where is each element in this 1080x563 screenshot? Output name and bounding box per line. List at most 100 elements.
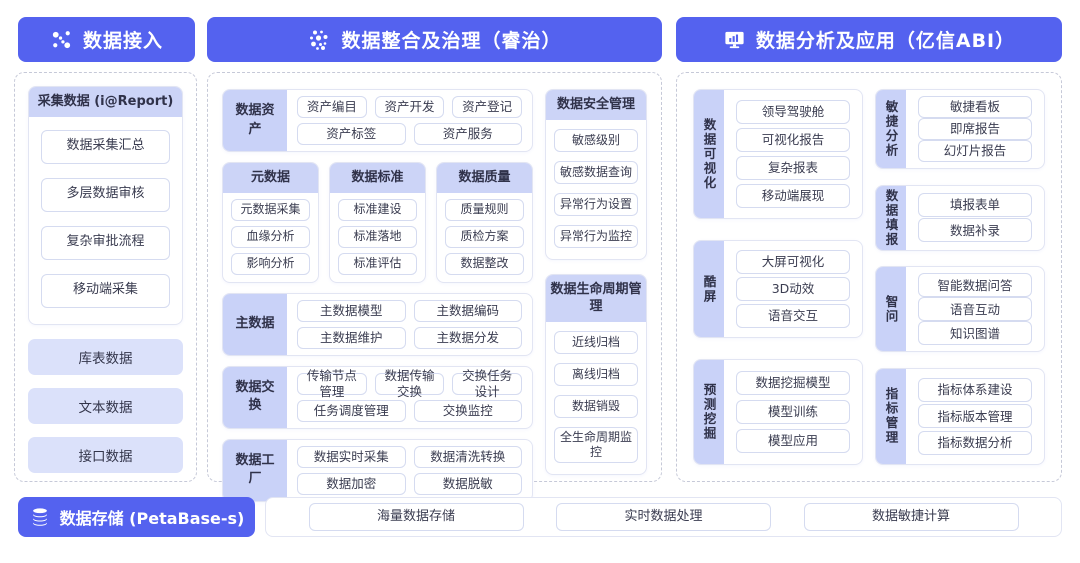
metadata-item: 元数据采集 (231, 198, 310, 221)
security-item: 敏感级别 (554, 128, 638, 152)
data-source-list: 库表数据文本数据接口数据 (28, 338, 183, 473)
agile-item: 即席报告 (918, 118, 1032, 140)
security-item: 异常行为设置 (554, 192, 638, 216)
data-lifecycle-title: 数据生命周期管理 (546, 274, 646, 322)
asset-item: 资产服务 (413, 123, 522, 145)
network-dots-icon (52, 31, 71, 49)
cool-screen-item: 语音交互 (736, 304, 850, 328)
smart-qa-item: 智能数据问答 (918, 273, 1032, 298)
data-exchange-items: 传输节点管理数据传输交换交换任务设计 任务调度管理交换监控 (287, 367, 532, 428)
panel-data-access: 采集数据 (i@Report) 数据采集汇总多层数据审核复杂审批流程移动端采集 … (14, 72, 197, 482)
report-card-items: 数据采集汇总多层数据审核复杂审批流程移动端采集 (29, 117, 182, 324)
data-standard-group-title: 数据标准 (330, 163, 425, 193)
data-source-chip: 接口数据 (28, 436, 183, 473)
data-quality-group: 数据质量 质量规则质检方案数据整改 (436, 162, 533, 283)
master-item: 主数据维护 (297, 326, 406, 349)
agile-analysis-group: 敏捷分析 敏捷看板即席报告幻灯片报告 (875, 89, 1045, 169)
exchange-item: 交换监控 (413, 399, 522, 422)
factory-item: 数据脱敏 (413, 472, 522, 495)
asset-item: 资产登记 (452, 96, 523, 118)
data-quality-group-title: 数据质量 (437, 163, 532, 193)
data-source-chip: 文本数据 (28, 387, 183, 424)
monitor-chart-icon (725, 31, 744, 49)
report-card-title: 采集数据 (i@Report) (29, 87, 182, 117)
exchange-item: 传输节点管理 (297, 368, 367, 399)
exchange-item: 数据传输交换 (374, 368, 445, 399)
data-visualization-group: 数据可视化 领导驾驶舱可视化报告复杂报表移动端展现 (693, 89, 863, 219)
metadata-group-title: 元数据 (223, 163, 318, 193)
analysis-right-column: 敏捷分析 敏捷看板即席报告幻灯片报告 数据填报 填报表单数据补录 智问 智能数据… (875, 89, 1045, 465)
factory-item: 数据加密 (297, 472, 406, 495)
master-item: 主数据分发 (413, 326, 522, 349)
governance-main-column: 数据资产 资产编目资产开发资产登记 资产标签资产服务 元数据 元数据采集血缘分析… (222, 89, 533, 502)
lifecycle-item: 全生命周期监控 (554, 426, 638, 463)
lifecycle-item: 离线归档 (554, 362, 638, 386)
metadata-item: 影响分析 (231, 252, 310, 275)
data-security-title: 数据安全管理 (546, 90, 646, 120)
data-factory-label: 数据工厂 (223, 439, 287, 501)
master-item: 主数据编码 (413, 299, 522, 322)
header-data-access-label: 数据接入 (82, 30, 163, 52)
visualization-item: 可视化报告 (736, 128, 850, 152)
data-source-chip: 库表数据 (28, 338, 183, 375)
mining-item: 模型应用 (736, 429, 850, 453)
header-data-access: 数据接入 (18, 17, 195, 62)
predictive-mining-label: 预测挖掘 (694, 360, 724, 464)
lifecycle-item: 数据销毁 (554, 394, 638, 418)
data-reporting-label: 数据填报 (876, 185, 906, 250)
header-data-analysis: 数据分析及应用（亿信ABI） (676, 17, 1062, 62)
exchange-item: 任务调度管理 (297, 399, 406, 422)
master-data-items: 主数据模型主数据编码 主数据维护主数据分发 (287, 294, 532, 355)
visualization-item: 领导驾驶舱 (736, 100, 850, 124)
factory-item: 数据实时采集 (297, 445, 406, 468)
panel-data-governance: 数据资产 资产编目资产开发资产登记 资产标签资产服务 元数据 元数据采集血缘分析… (207, 72, 662, 502)
smart-qa-item: 知识图谱 (918, 321, 1032, 346)
master-data-group: 主数据 主数据模型主数据编码 主数据维护主数据分发 (222, 292, 533, 356)
asset-item: 资产标签 (297, 123, 406, 145)
data-asset-label: 数据资产 (223, 90, 287, 151)
standard-item: 标准建设 (338, 198, 417, 221)
report-item: 移动端采集 (41, 273, 170, 308)
master-data-label: 主数据 (223, 293, 287, 355)
data-lifecycle-group: 数据生命周期管理 近线归档离线归档数据销毁全生命周期监控 (545, 273, 647, 475)
agile-item: 敏捷看板 (918, 96, 1032, 118)
reporting-item: 填报表单 (918, 192, 1032, 217)
metadata-group: 元数据 元数据采集血缘分析影响分析 (222, 162, 319, 283)
cool-screen-label: 酷屏 (694, 241, 724, 337)
metadata-standard-quality-row: 元数据 元数据采集血缘分析影响分析 数据标准 标准建设标准落地标准评估 数据质量… (222, 162, 533, 283)
header-data-governance: 数据整合及治理（睿治） (207, 17, 662, 62)
data-asset-group: 数据资产 资产编目资产开发资产登记 资产标签资产服务 (222, 89, 533, 152)
report-item: 复杂审批流程 (41, 225, 170, 260)
data-exchange-group: 数据交换 传输节点管理数据传输交换交换任务设计 任务调度管理交换监控 (222, 365, 533, 429)
mining-item: 模型训练 (736, 400, 850, 424)
factory-item: 数据清洗转换 (413, 445, 522, 468)
header-data-analysis-label: 数据分析及应用（亿信ABI） (755, 30, 1016, 52)
master-item: 主数据模型 (297, 299, 406, 322)
metadata-item: 血缘分析 (231, 225, 310, 248)
predictive-mining-group: 预测挖掘 数据挖掘模型模型训练模型应用 (693, 359, 863, 465)
data-factory-items: 数据实时采集数据清洗转换 数据加密数据脱敏 (287, 440, 532, 501)
data-security-group: 数据安全管理 敏感级别敏感数据查询异常行为设置异常行为监控 (545, 89, 647, 260)
data-asset-items: 资产编目资产开发资产登记 资产标签资产服务 (287, 90, 532, 151)
visualization-item: 复杂报表 (736, 156, 850, 180)
database-icon (32, 508, 47, 526)
header-data-governance-label: 数据整合及治理（睿治） (341, 30, 562, 52)
standard-item: 标准落地 (338, 225, 417, 248)
quality-item: 质量规则 (445, 198, 524, 221)
data-visualization-label: 数据可视化 (694, 90, 724, 218)
storage-capability: 海量数据存储 (308, 503, 524, 531)
indicator-management-label: 指标管理 (876, 368, 906, 464)
quality-item: 数据整改 (445, 252, 524, 275)
indicator-item: 指标体系建设 (918, 377, 1032, 402)
security-item: 异常行为监控 (554, 224, 638, 248)
agile-item: 幻灯片报告 (918, 140, 1032, 162)
smart-qa-group: 智问 智能数据问答语音互动知识图谱 (875, 266, 1045, 353)
storage-header-label: 数据存储 (PetaBase-s) (59, 509, 245, 528)
dot-cluster-icon (310, 30, 328, 50)
data-factory-group: 数据工厂 数据实时采集数据清洗转换 数据加密数据脱敏 (222, 438, 533, 502)
data-exchange-label: 数据交换 (223, 366, 287, 428)
